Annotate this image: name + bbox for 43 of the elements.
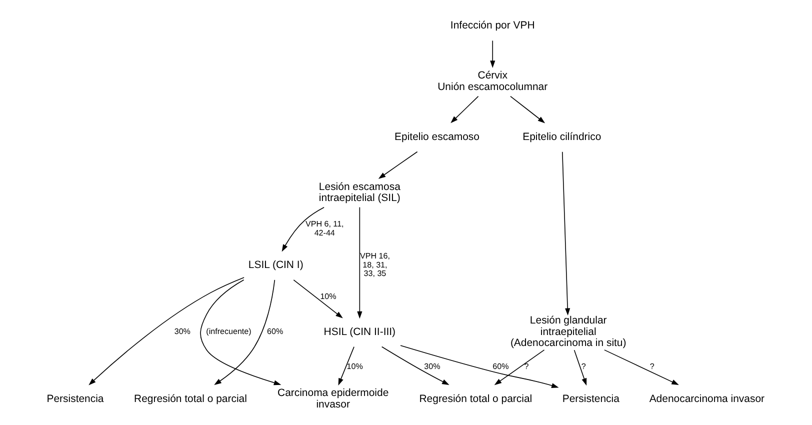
edge-label: 10% [320, 292, 336, 302]
edge-label: 10% [346, 362, 363, 372]
edge-label: VPH 6, 11, 42-44 [305, 220, 344, 238]
node-text: LSIL (CIN I) [248, 260, 304, 272]
arrow [88, 277, 244, 386]
edge-label: 60% [492, 362, 509, 372]
arrow [381, 346, 450, 386]
edge-label: ? [524, 362, 529, 372]
arrow [400, 345, 559, 388]
arrow [214, 280, 276, 386]
arrow [200, 280, 282, 386]
node-text: Epitelio escamoso [394, 132, 480, 143]
node-text: Regresión total o parcial [419, 394, 532, 405]
arrow [450, 96, 479, 124]
arrow [490, 40, 496, 68]
node-text: Adenocarcinoma invasor [649, 394, 765, 405]
arrow [574, 350, 587, 386]
edge-label: ? [581, 362, 586, 372]
arrow [494, 350, 545, 386]
node-text: Cérvix Unión escamocolumnar [438, 70, 548, 93]
arrow [293, 280, 343, 318]
node-text: Lesión glandular intraepitelial (Adenocarcinoma in situ) [510, 316, 626, 350]
arrow [357, 206, 362, 319]
node-text: Regresión total o parcial [134, 394, 247, 405]
arrow [562, 151, 570, 316]
arrow [338, 346, 354, 386]
edge-label: 60% [267, 327, 284, 336]
edge-label: VPH 16, 18, 31, 33, 35 [360, 251, 390, 278]
node-text: Carcinoma epidermoide invasor [278, 388, 389, 410]
arrow [378, 151, 418, 179]
node-text: Lesión escamosa intraepitelial (SIL) [318, 182, 400, 204]
arrow [510, 96, 546, 124]
edge-label: (infrecuente) [206, 327, 252, 336]
node-text: HSIL (CIN II-III) [324, 326, 396, 338]
edge-label: 30% [424, 362, 440, 372]
edge-label: 30% [174, 327, 190, 336]
edge-label: ? [650, 362, 654, 372]
node-text: Persistencia [562, 394, 620, 405]
arrow [604, 350, 679, 386]
arrow [282, 206, 324, 252]
node-text: Infección por VPH [450, 20, 535, 32]
node-text: Epitelio cilíndrico [522, 132, 602, 143]
node-text: Persistencia [46, 394, 104, 405]
